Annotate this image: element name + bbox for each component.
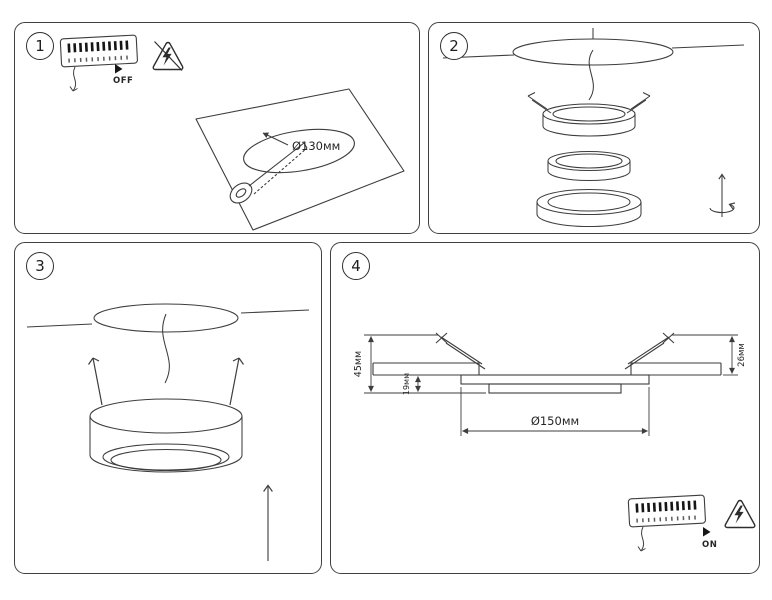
fixture-body [89, 398, 243, 473]
spring-tip-left [435, 332, 448, 344]
step-panel-4: 4 [330, 242, 760, 574]
terminal-block-illustration [59, 34, 138, 92]
dim-trim-diameter-label: Ø150мм [531, 414, 579, 428]
electric-shock-warning-icon [152, 41, 184, 71]
dim-above-ceiling-label: 26мм [737, 343, 747, 367]
ceiling-with-hole [442, 28, 745, 66]
spring-clip-left [88, 357, 103, 406]
section-fixture [460, 374, 650, 394]
spring-right [624, 336, 670, 370]
step-3-illustration [26, 303, 310, 561]
spring-clip-right [229, 357, 244, 406]
diameter-pointer-arrow [262, 132, 289, 146]
keyhole-saw-icon [229, 142, 308, 204]
step-2-illustration [442, 28, 745, 228]
diffuser-body [488, 383, 622, 394]
step-4-illustration: 45мм 19мм 26мм Ø150мм ON [353, 332, 756, 552]
hole-diameter-label: Ø130мм [292, 139, 340, 153]
power-state-arrow-icon [115, 64, 123, 74]
supply-wire [162, 313, 170, 384]
ceiling-with-hole [26, 303, 310, 333]
spring-clip-left [527, 92, 552, 114]
dimension-lines [364, 334, 738, 436]
trim-flange [460, 374, 650, 385]
step-3-number: 3 [35, 257, 45, 275]
step-1-illustration: OFF Ø130мм [59, 34, 405, 231]
section-springs [435, 332, 675, 370]
spring-left [440, 336, 486, 370]
wire [72, 66, 77, 92]
step-1-number-badge: 1 [26, 32, 54, 60]
power-state-arrow-icon [703, 527, 711, 537]
fixture-housing-with-springs [527, 92, 651, 137]
dim-total-height-label: 45мм [353, 351, 364, 377]
cutout-hole [243, 128, 355, 174]
step-panel-2: 2 [428, 22, 760, 234]
retaining-ring [547, 150, 631, 182]
lightning-bolt-icon [734, 505, 744, 524]
step-4-number-badge: 4 [342, 252, 370, 280]
trim-ring [536, 188, 642, 228]
wire [640, 526, 645, 552]
spring-clip-right [626, 92, 651, 114]
step-2-number-badge: 2 [440, 32, 468, 60]
ceiling-tile-illustration [195, 88, 405, 231]
slash-icon [154, 41, 183, 71]
terminal-block-illustration [627, 494, 706, 552]
spring-tip-right [662, 332, 675, 344]
section-ceiling [372, 362, 722, 376]
twist-arrow-icon [709, 173, 736, 217]
spring-clips-extended [88, 357, 244, 406]
dim-below-ceiling-label: 19мм [402, 373, 411, 395]
lightning-bolt-icon [162, 47, 172, 66]
electric-shock-warning-icon [724, 499, 756, 529]
power-state-label: ON [702, 540, 717, 550]
wire-arrowhead-icon [69, 86, 78, 92]
step-2-number: 2 [449, 37, 459, 55]
supply-wire [588, 49, 594, 101]
step-panel-3: 3 [14, 242, 322, 574]
step-panel-1: 1 OFF [14, 22, 420, 234]
step-4-number: 4 [351, 257, 361, 275]
step-3-number-badge: 3 [26, 252, 54, 280]
step-1-number: 1 [35, 37, 45, 55]
wire-arrowhead-icon [637, 546, 646, 552]
power-state-label: OFF [113, 76, 133, 86]
